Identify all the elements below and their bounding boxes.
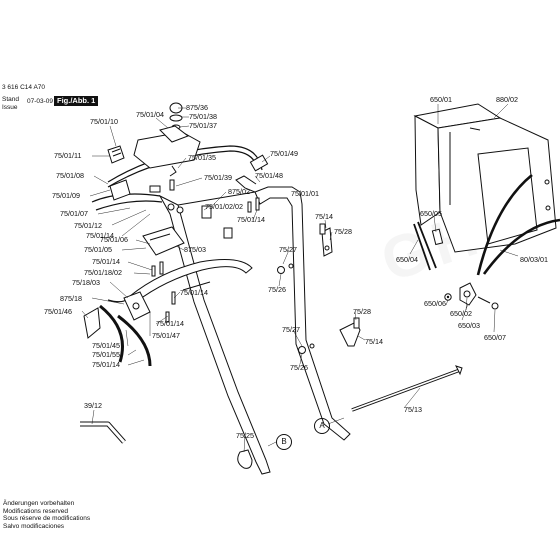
part-label: 75/01/02/02 (205, 202, 243, 211)
part-label: 75/26 (268, 285, 286, 294)
part-label: 875/36 (186, 103, 208, 112)
part-label: 75/01/18/02 (84, 268, 122, 277)
figure-label: Fig./Abb. 1 (54, 96, 99, 106)
hex-key (80, 421, 126, 444)
part-label: 650/02 (450, 309, 472, 318)
grass-box (413, 103, 557, 253)
part-label: 75/01/46 (44, 307, 72, 316)
part-label: 75/13 (404, 405, 422, 414)
part-label: 75/01/35 (188, 153, 216, 162)
issue-date: 07-03-09 (27, 98, 54, 105)
footer-line: Änderungen vorbehalten (3, 500, 75, 507)
part-label: 75/18/03 (72, 278, 100, 287)
part-label: 75/01/39 (204, 173, 232, 182)
part-label: 75/01/38 (189, 112, 217, 121)
lower-crossbar (129, 259, 253, 303)
box-hinge (444, 282, 499, 310)
footer-line: Salvo modificaciones (3, 522, 65, 530)
part-label: 75/27 (279, 245, 297, 254)
stand-issue-label: Stand Issue (2, 96, 19, 111)
part-label: 75/01/14 (237, 215, 265, 224)
part-label: 75/01/48 (255, 171, 283, 180)
part-label: 75/28 (334, 227, 352, 236)
part-label: 75/01/10 (90, 117, 118, 126)
callout-b: B (276, 434, 292, 450)
footer-line: Modifications reserved (3, 507, 69, 515)
part-label: 75/01/05 (84, 245, 112, 254)
part-label: 75/25 (236, 431, 254, 440)
part-label: 75/01/01 (291, 189, 319, 198)
part-label: 75/01/45 (92, 341, 120, 350)
part-label: 75/01/12 (74, 221, 102, 230)
part-label: 75/01/49 (270, 149, 298, 158)
part-label: 39/12 (84, 401, 102, 410)
label-leaders (81, 103, 519, 453)
part-label: 75/01/04 (136, 110, 164, 119)
part-label: 75/27 (282, 325, 300, 334)
switch-box (133, 102, 201, 169)
part-label: 75/01/07 (60, 209, 88, 218)
part-label: 75/01/37 (189, 121, 217, 130)
part-label: 650/07 (484, 333, 506, 342)
footer-line: Sous réserve de modifications (3, 515, 91, 523)
footer-notice: Änderungen vorbehalten Modifications res… (3, 500, 90, 530)
part-label: 75/01/14 (86, 231, 114, 240)
part-label: 650/04 (396, 255, 418, 264)
part-label: 75/01/09 (52, 191, 80, 200)
part-label: 650/06 (424, 299, 446, 308)
part-label: 75/14 (365, 337, 383, 346)
callout-leaders (267, 417, 345, 447)
part-label: 75/01/55 (92, 350, 120, 359)
part-label: 75/01/06 (100, 235, 128, 244)
part-label: 650/01 (430, 95, 452, 104)
part-label: 80/03/01 (520, 255, 548, 264)
part-label: 75/01/14 (180, 288, 208, 297)
part-label: 75/26 (290, 363, 308, 372)
part-label: 875/18 (60, 294, 82, 303)
part-label: 875/03 (184, 245, 206, 254)
part-label: 75/01/14 (92, 257, 120, 266)
part-label: 75/01/11 (54, 151, 82, 160)
part-label: 75/01/14 (156, 319, 184, 328)
part-label: 75/28 (353, 307, 371, 316)
document-code: 3 616 C14 A70 (2, 84, 46, 91)
cutting-height-brackets (237, 223, 463, 469)
grass-box-frame (413, 173, 560, 276)
part-label: 880/02 (496, 95, 518, 104)
part-label: 875/02 (228, 187, 250, 196)
part-label: 75/14 (315, 212, 333, 221)
part-label: 75/01/14 (92, 360, 120, 369)
part-label: 650/05 (420, 209, 442, 218)
part-label: 75/01/47 (152, 331, 180, 340)
handle-bracket (142, 203, 233, 256)
part-label: 75/01/08 (56, 171, 84, 180)
part-label: 650/03 (458, 321, 480, 330)
callout-a: A (314, 418, 330, 434)
